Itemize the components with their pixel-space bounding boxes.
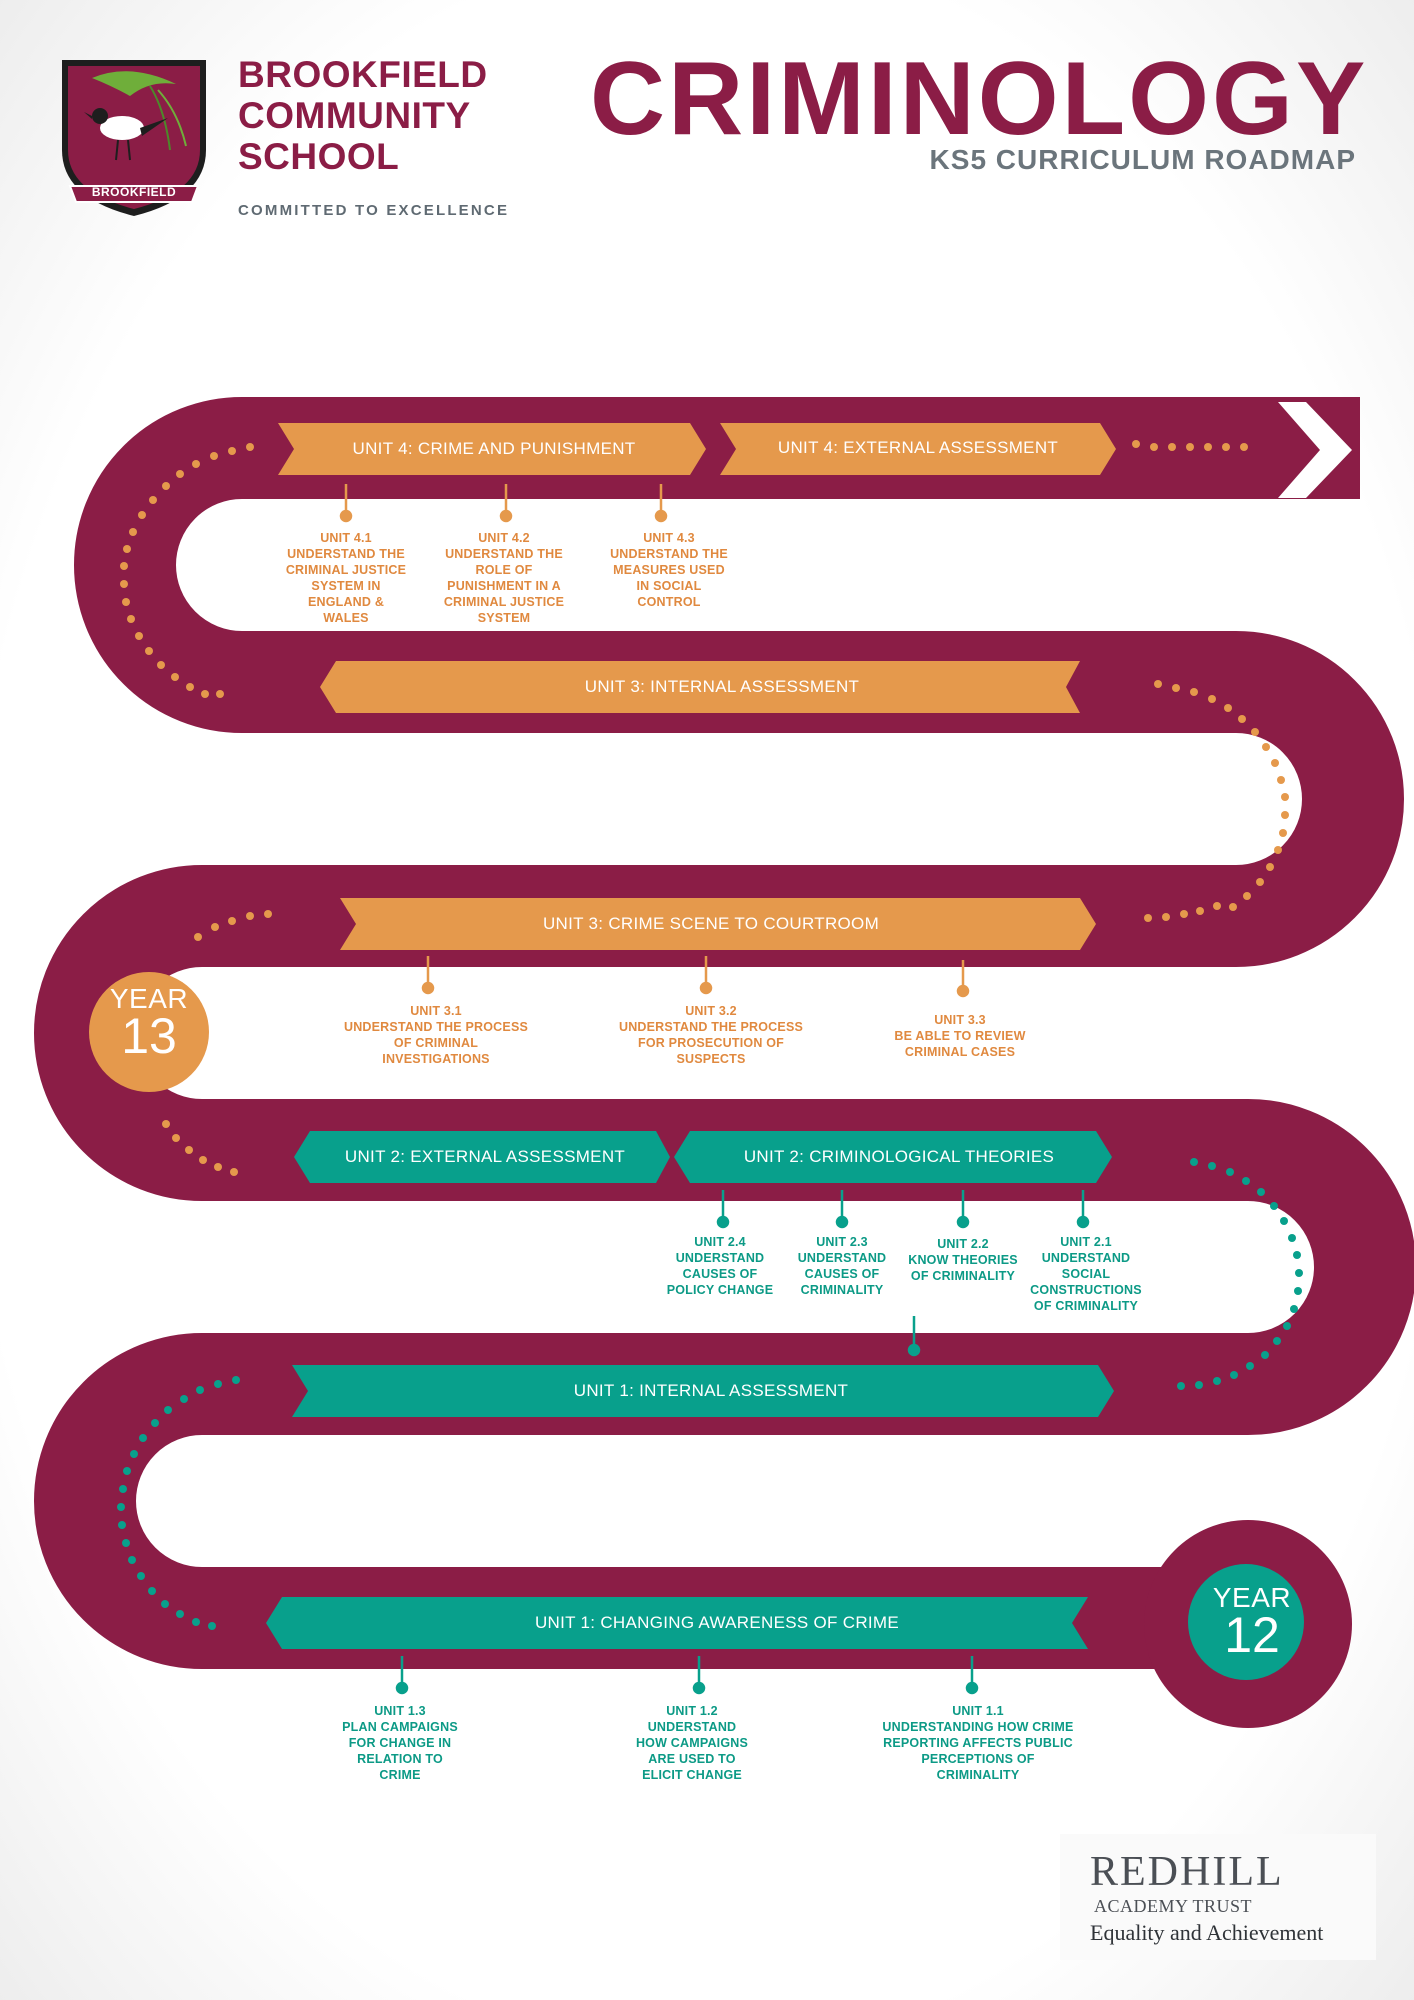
road-end-arrow (1278, 402, 1352, 498)
school-tagline: COMMITTED TO EXCELLENCE (238, 202, 510, 219)
trust-sub: ACADEMY TRUST (1094, 1896, 1253, 1916)
school-name-line3: SCHOOL (238, 136, 400, 177)
connector-pins-teal (395, 1190, 1090, 1695)
crest-banner-text: BROOKFIELD (91, 185, 177, 199)
banner-unit4-crime-and-punishment (278, 423, 706, 475)
banner-label-u4-external: UNIT 4: EXTERNAL ASSESSMENT (777, 438, 1059, 457)
year13-number: 13 (121, 1008, 177, 1064)
banner-label-u2-external: UNIT 2: EXTERNAL ASSESSMENT (344, 1147, 626, 1166)
banner-unit2-external-assessment (294, 1131, 670, 1183)
banner-unit3-crime-scene (340, 898, 1096, 950)
banner-label-u3-internal: UNIT 3: INTERNAL ASSESSMENT (584, 677, 860, 696)
connector-pins-orange (339, 484, 970, 998)
banner-label-u2-theories: UNIT 2: CRIMINOLOGICAL THEORIES (743, 1147, 1055, 1166)
year12-word: YEAR (1212, 1582, 1292, 1613)
school-crest (62, 60, 206, 216)
dotted-guides-orange (120, 440, 1289, 1176)
banner-unit3-internal-assessment (320, 661, 1080, 713)
banner-label-u4-crime: UNIT 4: CRIME AND PUNISHMENT (352, 439, 636, 458)
banner-unit4-external-assessment (720, 423, 1116, 475)
banner-label-u1-internal: UNIT 1: INTERNAL ASSESSMENT (573, 1381, 849, 1400)
year13-label: YEAR 13 (89, 983, 209, 1064)
school-name-line2: COMMUNITY (238, 95, 471, 136)
page-title: CRIMINOLOGY (590, 41, 1369, 157)
banner-label-u1-changing: UNIT 1: CHANGING AWARENESS OF CRIME (534, 1613, 900, 1632)
year12-badge (1188, 1564, 1304, 1680)
year13-word: YEAR (109, 983, 189, 1014)
page-subtitle: KS5 CURRICULUM ROADMAP (929, 144, 1356, 175)
year13-badge (89, 972, 209, 1092)
roadmap-road (34, 397, 1414, 1669)
redhill-trust-logo: REDHILL ACADEMY TRUST Equality and Achie… (1060, 1834, 1376, 1960)
banner-label-u3-crime-scene: UNIT 3: CRIME SCENE TO COURTROOM (542, 914, 880, 933)
year12-number: 12 (1224, 1607, 1280, 1663)
trust-motto: Equality and Achievement (1090, 1920, 1324, 1945)
trust-name: REDHILL (1090, 1849, 1284, 1895)
banner-unit1-changing-awareness (266, 1597, 1088, 1649)
banner-unit1-internal-assessment (292, 1365, 1114, 1417)
year12-label: YEAR 12 (1192, 1582, 1312, 1663)
banner-unit2-criminological-theories (674, 1131, 1112, 1183)
school-name-line1: BROOKFIELD (238, 54, 488, 95)
dotted-guides-teal (117, 1158, 1303, 1630)
school-name: BROOKFIELD COMMUNITY SCHOOL (238, 54, 488, 177)
